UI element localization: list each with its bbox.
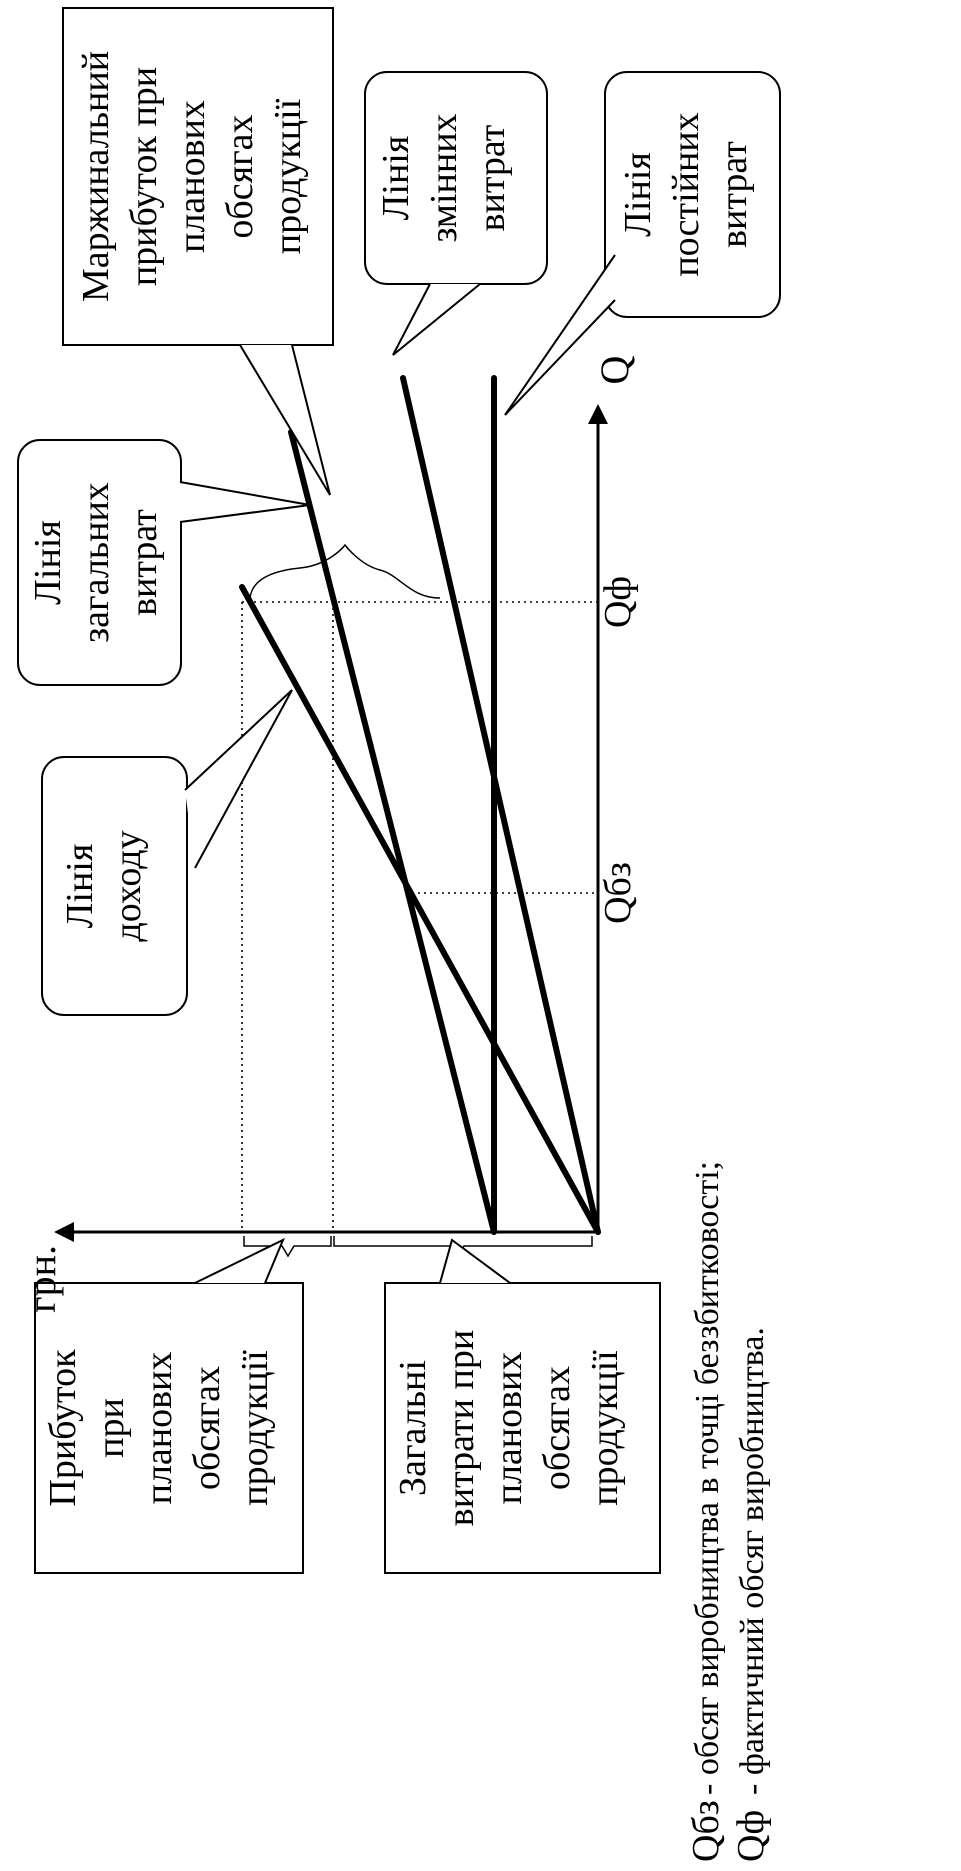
callout-text-totalPlan-2: витрати при (440, 1330, 482, 1526)
legend-text-2: - фактичний обсяг виробництва. (734, 1327, 771, 1795)
y-axis-arrow (54, 1222, 74, 1242)
series-line-3 (400, 375, 601, 1235)
brace-profit (243, 1236, 332, 1258)
callout-pointer-revenue (184, 689, 293, 869)
callout-text-margin-3: планових (171, 100, 213, 253)
callout-box-fixed (604, 71, 781, 318)
legend-symbol-1: Qбз (685, 1800, 727, 1862)
callout-text-totalPlan-3: планових (488, 1352, 530, 1505)
callout-box-totalPlan (384, 1282, 661, 1574)
callout-text-total-3: витрат (123, 509, 165, 616)
legend-symbol-2: Qф (730, 1810, 772, 1862)
x-marker-qbz: Qбз (597, 862, 639, 924)
callout-text-profit-2: при (90, 1398, 132, 1458)
callout-text-margin-1: Маржинальний (75, 51, 117, 302)
brace-margin (249, 543, 441, 599)
callout-pointer-profit (194, 1237, 285, 1284)
callout-pointer-total (179, 481, 311, 523)
callout-text-variable-2: змінних (423, 113, 465, 242)
callout-text-profit-3: планових (138, 1352, 180, 1505)
series-line-2 (288, 429, 497, 1235)
callout-text-totalPlan-1: Загальні (392, 1360, 434, 1496)
callout-text-profit-5: продукції (234, 1350, 276, 1506)
callout-text-margin-2: прибуток при (123, 67, 165, 286)
callout-box-revenue (41, 756, 188, 1016)
callout-box-margin (62, 7, 334, 346)
callout-box-total (17, 439, 182, 686)
callout-text-total-2: загальних (75, 482, 117, 643)
callout-text-margin-5: продукції (267, 98, 309, 254)
callout-text-profit-1: Прибуток (42, 1349, 84, 1507)
x-marker-qf: Qф (597, 576, 639, 628)
callout-text-variable-1: Лінія (375, 136, 417, 221)
callout-pointer-totalPlan (439, 1238, 511, 1284)
series-line-1 (239, 584, 601, 1235)
y-axis-label: грн. (19, 1245, 64, 1313)
callout-text-totalPlan-5: продукції (584, 1350, 626, 1506)
callout-text-profit-4: обсягах (186, 1366, 228, 1490)
callout-text-fixed-3: витрат (713, 141, 755, 248)
callout-text-revenue-2: доходу (107, 830, 149, 941)
callout-text-totalPlan-4: обсягах (536, 1366, 578, 1490)
callout-text-revenue-1: Лінія (59, 844, 101, 929)
callout-pointer-variable (392, 283, 481, 356)
legend-text-1: - обсяг виробництва в точці беззбитковос… (689, 1161, 726, 1795)
callout-text-margin-4: обсягах (219, 114, 261, 238)
callout-pointer-margin (239, 344, 331, 496)
callout-text-variable-3: витрат (471, 124, 513, 231)
callout-text-fixed-2: постійних (665, 112, 707, 276)
callout-box-profit (34, 1282, 304, 1574)
callout-pointer-fixed (504, 254, 616, 416)
callout-text-total-1: Лінія (27, 520, 69, 605)
x-axis-label: Q (592, 355, 637, 384)
x-axis-arrow (588, 404, 608, 424)
callout-text-fixed-1: Лінія (617, 152, 659, 237)
